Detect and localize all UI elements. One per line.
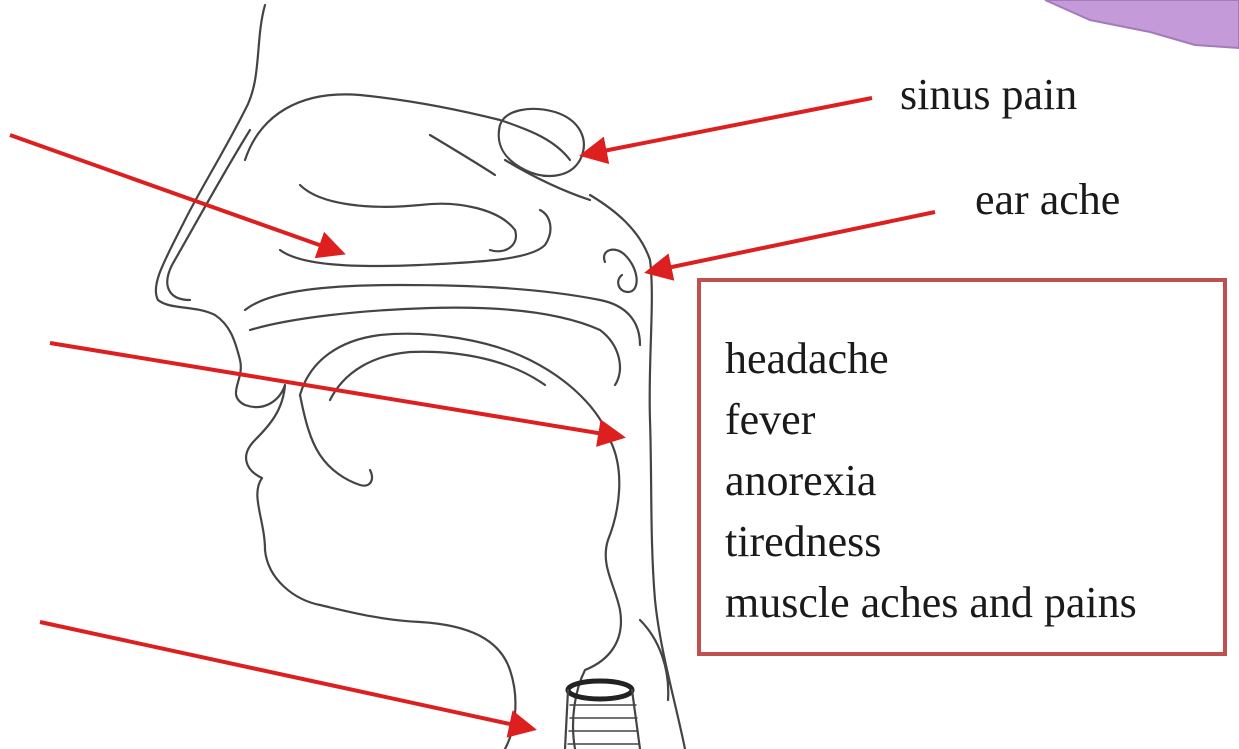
eustachian-tube-opening: [604, 250, 637, 292]
symptom-item: fever: [725, 389, 1223, 450]
tongue-outline: [300, 334, 610, 440]
symptom-box: headache fever anorexia tiredness muscle…: [697, 278, 1227, 656]
arrow-throat: [50, 343, 622, 437]
symptom-item: headache: [725, 328, 1223, 389]
trachea-wall-left: [565, 690, 568, 749]
arrow-ear-ache: [648, 212, 935, 272]
upper-turbinate-line: [300, 185, 516, 251]
corner-decoration-shape: [1045, 0, 1239, 48]
anterior-pharynx-line: [573, 440, 621, 749]
nasal-cavity-outer: [245, 94, 570, 160]
symptom-list: headache fever anorexia tiredness muscle…: [725, 328, 1223, 633]
sinus-cavity: [499, 109, 584, 176]
head-outline: [156, 5, 685, 749]
trachea-wall-right: [632, 690, 640, 749]
middle-turbinate-line: [430, 135, 495, 175]
sinus-pain-label: sinus pain: [900, 73, 1077, 117]
symptom-item: anorexia: [725, 450, 1223, 511]
symptom-item: tiredness: [725, 511, 1223, 572]
soft-palate-line: [250, 308, 620, 385]
arrow-larynx: [40, 622, 533, 729]
lower-turbinate-line: [280, 210, 550, 266]
face-profile-line: [156, 5, 516, 749]
arrow-sinus-pain: [583, 98, 872, 155]
lower-lip-line: [300, 395, 372, 486]
trachea-rings-lines: [568, 705, 639, 744]
ear-ache-label: ear ache: [975, 178, 1120, 222]
symptom-item: muscle aches and pains: [725, 572, 1223, 633]
epiglottis-line: [640, 620, 668, 700]
arrow-nasal-cavity: [10, 135, 342, 253]
